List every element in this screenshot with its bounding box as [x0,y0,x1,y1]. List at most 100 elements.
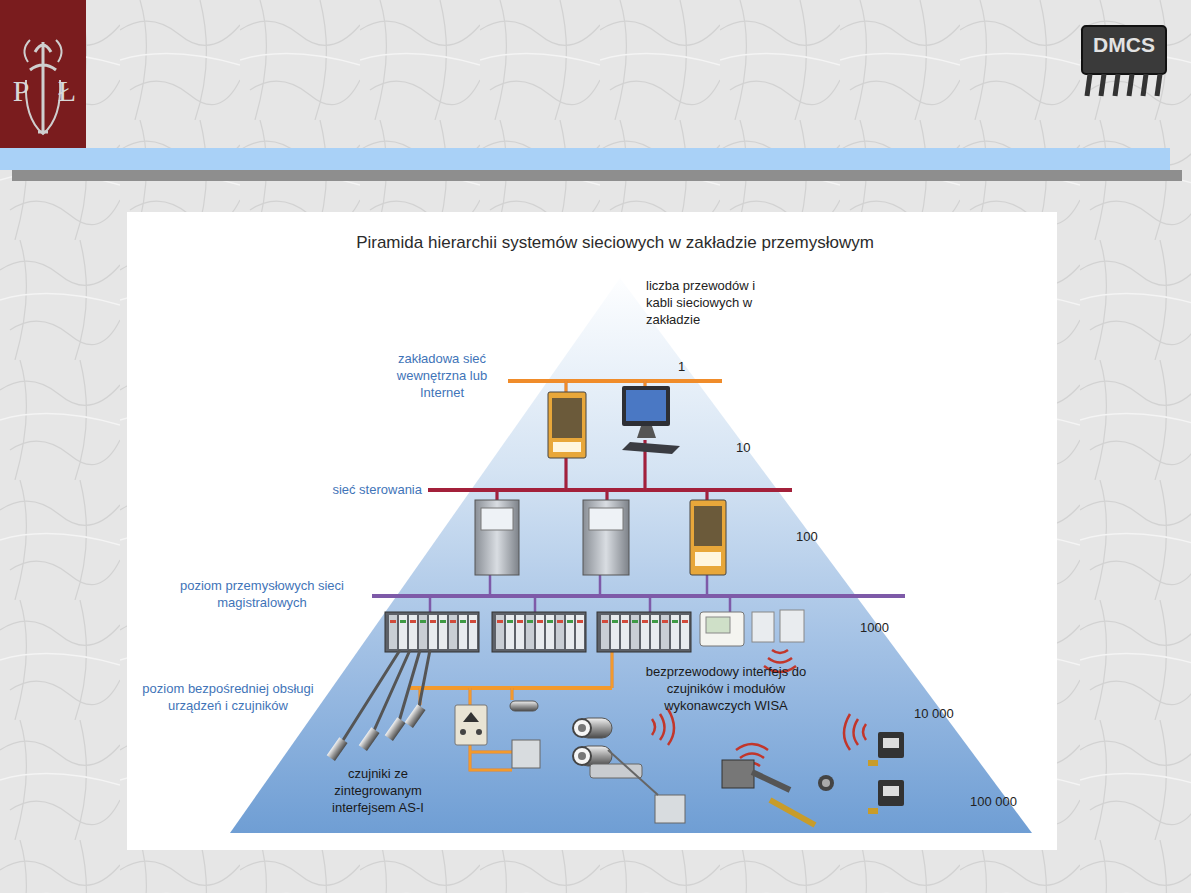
count-number: 10 000 [914,706,974,723]
level-label: zakładowa sieć wewnętrzna lub Internet [380,351,504,402]
field-devices-part [655,795,685,823]
network-buses-part [508,379,722,383]
plc-racks-part [536,615,544,649]
panel-devices-part [700,612,744,646]
sensors-part [359,727,380,751]
plc-racks-part [641,615,649,649]
level-label: sieć sterowania [300,482,422,499]
asi-cables [340,650,430,745]
panel-devices-part [780,610,804,642]
field-devices-part [883,786,899,796]
field-devices-part [460,729,466,735]
plc-racks-part [632,620,638,623]
plc-racks-part [460,620,466,623]
plc-racks-part [389,615,397,649]
dmcs-chip-logo-part [1087,74,1160,96]
plc-racks-part [546,615,554,649]
logo-letter: P [6,76,36,106]
plc-racks-part [547,620,553,623]
dmcs-chip-logo-part-part [1087,74,1090,96]
plc-racks-part [400,620,406,623]
plc-racks-part [622,620,628,623]
plc-racks-part [506,615,514,649]
sensors-part [573,747,591,765]
university-logo-part [24,40,61,62]
sensors-part [578,724,586,732]
callout-label: czujniki ze zintegrowanym interfejsem AS… [312,766,444,817]
count-number: 1000 [860,620,910,637]
figure-title: Piramida hierarchii systemów sieciowych … [200,232,1030,254]
logo-letter: Ł [52,76,82,106]
plc-racks-part [576,615,584,649]
field-devices-part [818,775,834,791]
plc-racks-part [430,620,436,623]
plc-racks [385,612,691,652]
axis-caption: liczba przewodów i kabli sieciowych w za… [646,278,770,329]
plc-racks-part [611,615,619,649]
panel-devices [700,610,804,646]
sensors-part [385,717,406,741]
plc-racks-part [652,620,658,623]
plc-racks-part [492,612,586,652]
university-logo-part [30,42,56,132]
university-logo-part [26,80,60,134]
sensors-part [327,737,348,761]
dmcs-chip-logo-part-part [1115,74,1118,96]
plc-racks-part [601,615,609,649]
plc-racks-part [682,620,688,623]
field-devices-part [512,740,540,768]
field-devices-part [476,729,482,735]
plc-racks-part [661,615,669,649]
network-buses-part [497,440,707,502]
plc-racks-part [662,620,668,623]
plc-racks-part [577,620,583,623]
plc-racks-part [429,615,437,649]
field-devices [455,705,904,825]
plc-racks-part [526,615,534,649]
plc-racks-part [439,615,447,649]
field-devices-part [463,712,479,722]
control-cabinets-part [475,500,519,575]
field-devices-part [878,780,904,806]
office-devices [548,386,680,458]
university-logo-part [0,0,86,150]
plc-racks-part [672,620,678,623]
office-devices-part [626,390,666,421]
panel-devices-part [752,612,774,642]
plc-racks-part [621,615,629,649]
callout-label: bezprzewodowy interfejs do czujników i m… [640,664,812,715]
header-bar [0,148,1182,181]
control-cabinets [475,500,726,575]
plc-racks-part [642,620,648,623]
wireless-waves-part [652,709,674,745]
plc-racks-part [496,615,504,649]
panel-devices-part [706,617,730,633]
field-devices-part [752,772,790,790]
plc-racks-part [450,620,456,623]
network-buses-part [420,652,612,770]
plc-racks-part [440,620,446,623]
sensors-part [573,719,591,737]
wireless-waves-part [844,714,866,750]
field-devices-part [883,738,899,748]
dmcs-chip-logo [1082,26,1166,96]
field-devices-part [878,732,904,758]
plc-racks-part [470,620,476,623]
count-number: 100 000 [970,794,1040,811]
sensors-part [510,701,538,711]
level-label: poziom bezpośredniej obsługi urządzeń i … [140,681,316,715]
plc-racks-part [557,620,563,623]
network-buses [372,381,905,770]
dmcs-chip-logo-part-part [1129,74,1132,96]
field-devices-part [822,779,830,787]
office-devices-part [637,426,656,438]
field-devices-part [868,760,878,766]
sensors-part [405,704,426,728]
office-devices-part [622,442,680,454]
plc-racks-part [537,620,543,623]
plc-racks-part [410,620,416,623]
